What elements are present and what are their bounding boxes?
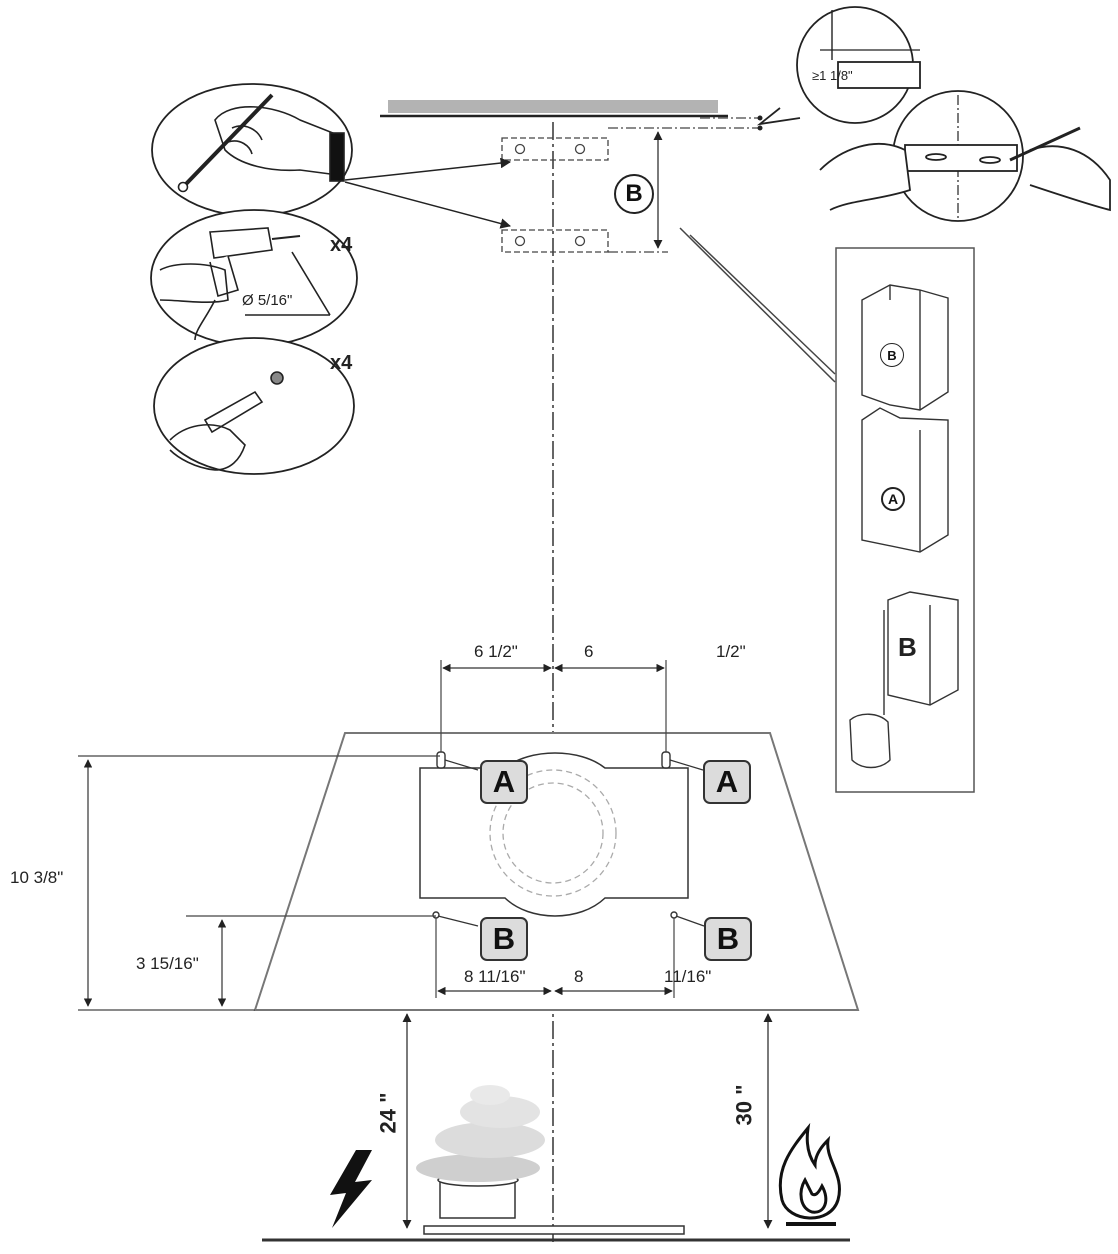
distance-electric: 24 " <box>375 1092 401 1134</box>
drill-diameter: Ø 5/16" <box>242 292 293 309</box>
hook-b-right-callout: B <box>704 917 752 961</box>
dim-right-bottom-b: 11/16" <box>664 967 712 986</box>
dim-right-top-b: 1/2" <box>716 642 746 661</box>
lower-cover-label: A <box>881 487 905 511</box>
dim-right-top-a: 6 <box>584 642 594 661</box>
small-cover-label: B <box>898 632 917 662</box>
ceiling <box>388 100 718 113</box>
bracket-detail-zoom <box>756 6 1111 222</box>
dim-left-bottom: 8 11/16" <box>464 967 526 986</box>
dim-right-bottom-a: 8 <box>574 967 584 986</box>
cooktop <box>423 1225 685 1235</box>
drill-icon <box>159 227 331 341</box>
bracket-holes <box>501 137 609 253</box>
height-lower: 3 15/16" <box>136 954 199 973</box>
bracket-b-label: B <box>614 174 654 214</box>
hook-a-left-callout: A <box>480 760 528 804</box>
distance-gas: 30 " <box>731 1084 757 1126</box>
upper-duct-cover <box>861 284 949 411</box>
upper-cover-label: B <box>880 343 904 367</box>
drill-count: x4 <box>330 234 353 256</box>
wall-plug-icon <box>169 371 284 471</box>
small-duct-cover <box>849 591 959 769</box>
hook-b-left-callout: B <box>480 917 528 961</box>
motor-plate <box>419 752 689 917</box>
electric-bolt-icon <box>330 1150 372 1228</box>
gas-flame-icon <box>778 1122 841 1226</box>
lower-duct-cover <box>861 407 949 553</box>
dim-left-top: 6 1/2" <box>474 642 518 661</box>
pot-icon <box>416 1085 545 1219</box>
pencil-hand-icon <box>177 93 345 193</box>
height-total: 10 3/8" <box>10 868 64 887</box>
hook-a-right-callout: A <box>703 760 751 804</box>
plug-count: x4 <box>330 352 353 374</box>
clearance-label: ≥1 1/8" <box>812 68 853 83</box>
